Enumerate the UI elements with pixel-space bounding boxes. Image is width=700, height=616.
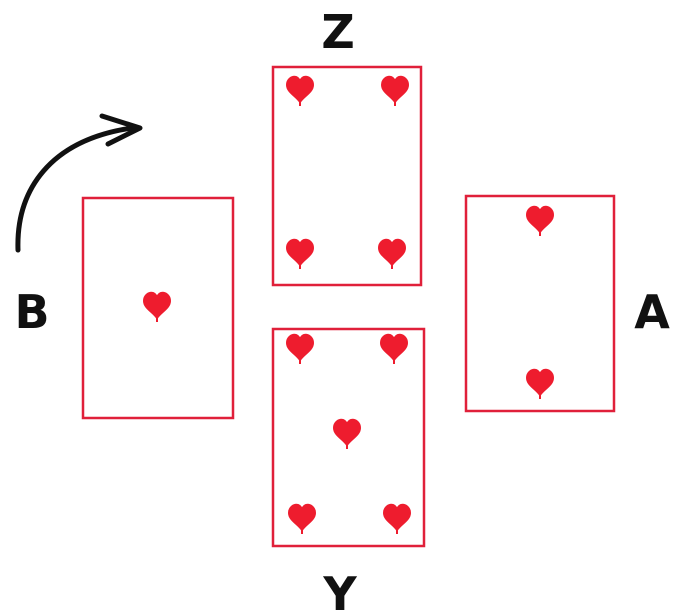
heart-icon [286, 238, 314, 270]
card-a [464, 194, 616, 413]
heart-icon [526, 205, 554, 237]
card-y [271, 327, 426, 548]
heart-icon [143, 291, 171, 323]
arrowhead-icon [99, 113, 143, 147]
card-label-z: Z [321, 5, 354, 59]
card-label-b: B [14, 285, 49, 339]
card-label-y: Y [322, 567, 357, 616]
heart-icon [383, 503, 411, 535]
heart-icon [526, 368, 554, 400]
heart-icon [380, 333, 408, 365]
curved-arrow-icon [15, 125, 135, 253]
card-border [464, 194, 616, 413]
card-z [271, 65, 423, 287]
card-border [81, 196, 235, 420]
heart-icon [286, 75, 314, 107]
rotation-arrow [15, 113, 143, 253]
heart-icon [378, 238, 406, 270]
card-border [271, 65, 423, 287]
heart-icon [333, 418, 361, 450]
heart-icon [381, 75, 409, 107]
heart-icon [288, 503, 316, 535]
card-label-a: A [634, 285, 670, 339]
heart-icon [286, 333, 314, 365]
card-b [81, 196, 235, 420]
card-border [271, 327, 426, 548]
